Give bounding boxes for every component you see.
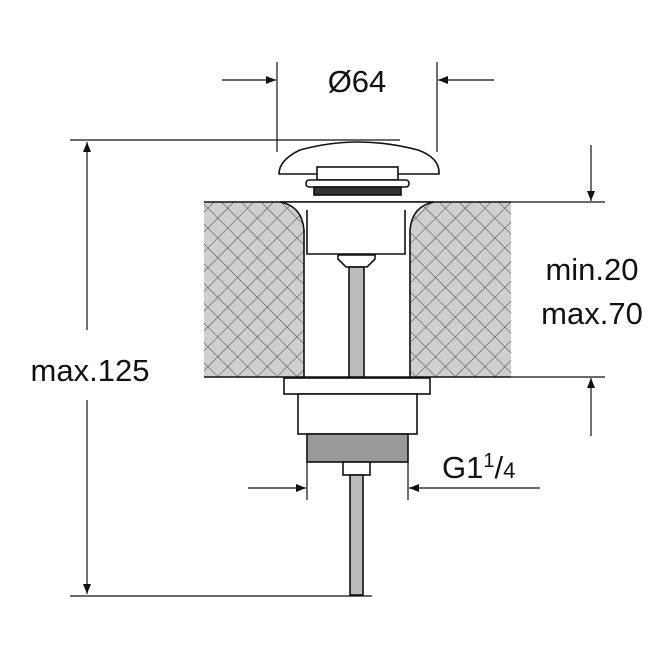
countertop-section (204, 201, 511, 378)
thread-fraction-denominator: 4 (503, 458, 515, 483)
thread-label: G11/4 (442, 450, 515, 485)
thread-fraction-slash: / (494, 450, 503, 485)
max-thickness-label: max.70 (541, 296, 643, 331)
valve-cap (278, 141, 440, 175)
max-height-label: max.125 (31, 353, 150, 388)
min-thickness-label: min.20 (545, 252, 638, 287)
dimension-lines (70, 62, 605, 597)
diameter-label: Ø64 (328, 64, 387, 99)
thread-size: G1 (442, 450, 483, 485)
thread-fraction-numerator: 1 (483, 450, 494, 472)
valve-body (278, 141, 440, 596)
